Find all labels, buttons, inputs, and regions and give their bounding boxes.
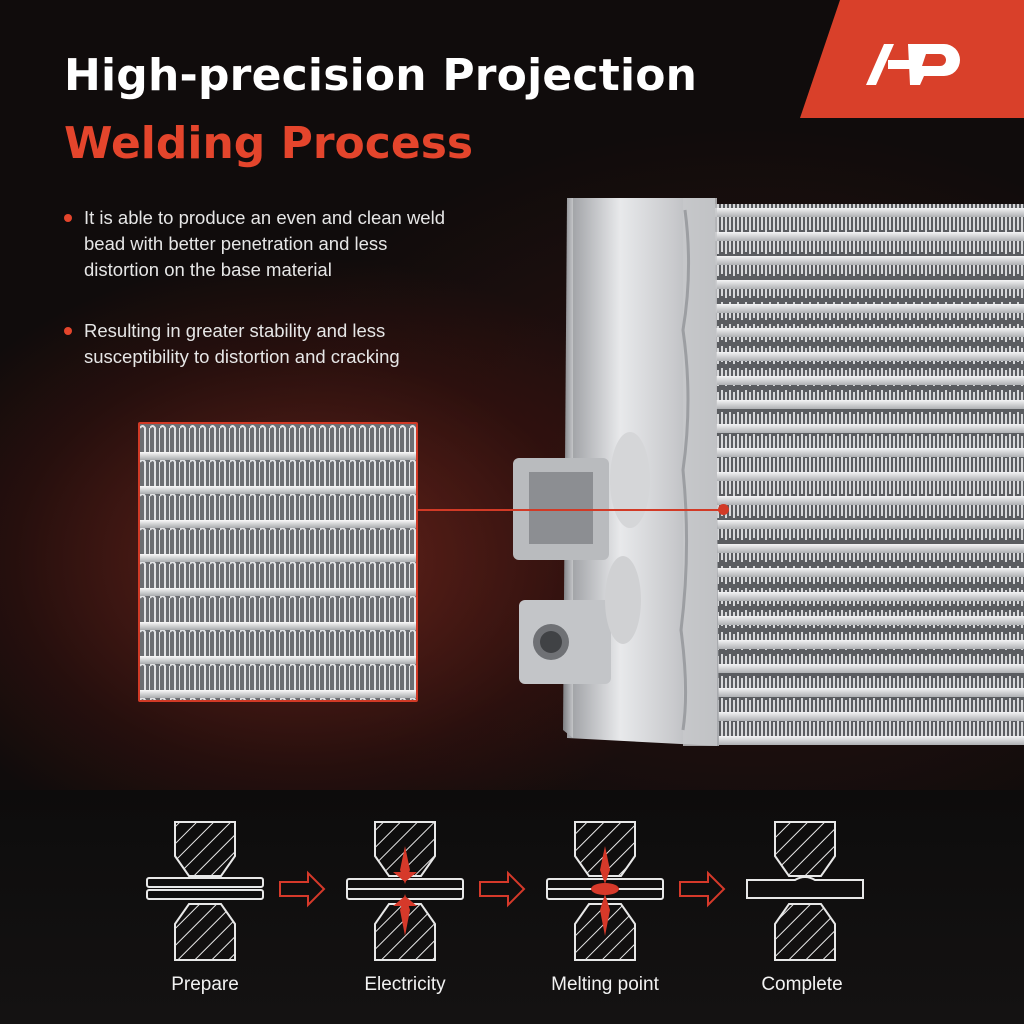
a-premium-logo	[800, 0, 1024, 118]
bullet-dot-icon	[64, 327, 72, 335]
page-subtitle: Welding Process	[64, 118, 474, 169]
prepare-weld-icon	[146, 821, 264, 961]
step-label-complete: Complete	[761, 974, 843, 995]
feature-text: Resulting in greater stability and less …	[84, 320, 400, 367]
right-arrow-icon	[279, 870, 326, 908]
welding-process-diagram	[146, 821, 864, 961]
fin-detail-zoom	[138, 422, 418, 702]
step-label-electricity: Electricity	[364, 974, 446, 995]
zoom-leader-line	[418, 509, 723, 511]
page-title: High-precision Projection	[64, 50, 698, 101]
step-label-melting-point: Melting point	[551, 974, 659, 995]
right-arrow-icon	[479, 870, 526, 908]
complete-weld-icon	[746, 821, 864, 961]
zoom-target-dot	[718, 504, 729, 515]
feature-bullet: It is able to produce an even and clean …	[64, 205, 464, 283]
melting-point-weld-icon	[546, 821, 664, 961]
process-band	[0, 790, 1024, 1024]
bullet-dot-icon	[64, 214, 72, 222]
feature-text: It is able to produce an even and clean …	[84, 207, 445, 280]
feature-bullet: Resulting in greater stability and less …	[64, 318, 464, 370]
electricity-weld-icon	[346, 821, 464, 961]
right-arrow-icon	[679, 870, 726, 908]
condenser-product-image	[513, 198, 1024, 746]
step-label-prepare: Prepare	[171, 974, 239, 995]
